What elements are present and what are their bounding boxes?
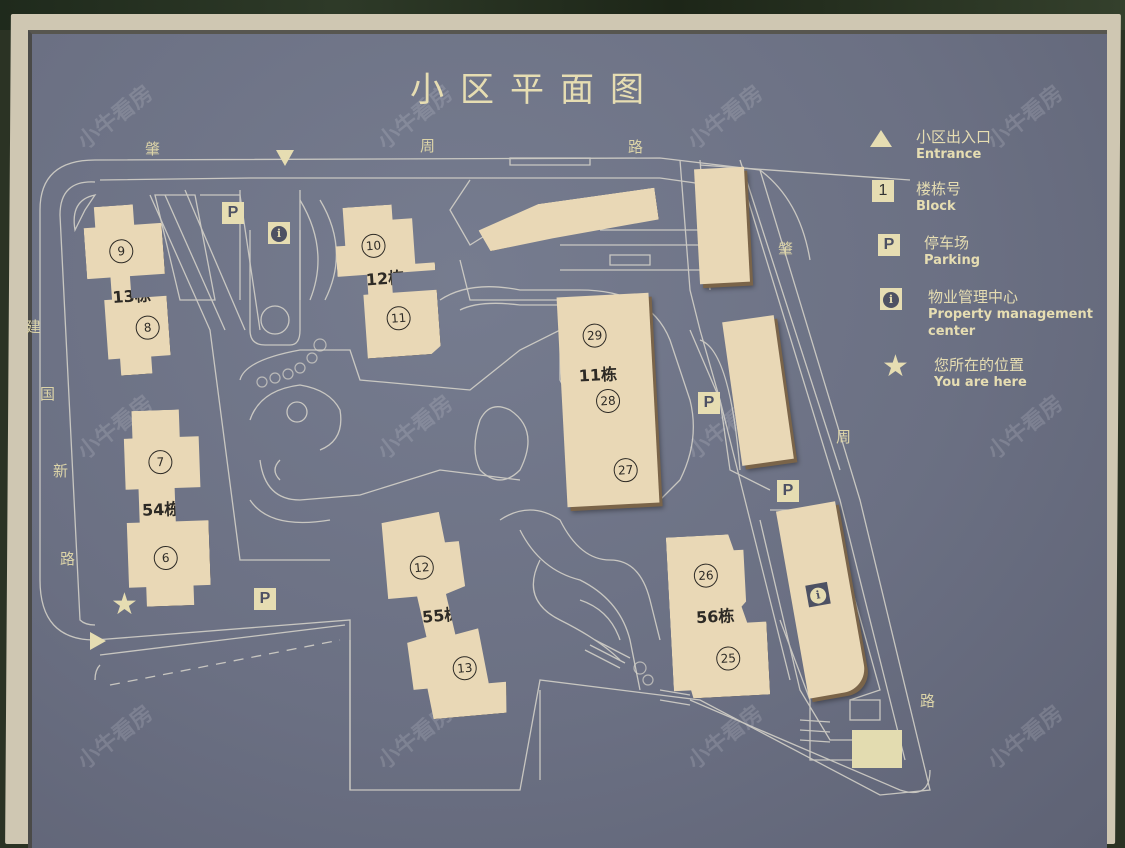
unit-number: 29 xyxy=(582,323,608,349)
road-label-west: 新 xyxy=(53,462,69,480)
unit-number: 8 xyxy=(135,315,161,341)
unit-number: 6 xyxy=(153,546,178,571)
property-management-sign: i xyxy=(268,222,290,244)
road-label-east: 肇 xyxy=(778,240,794,258)
unit-number: 27 xyxy=(613,457,639,483)
commercial-building-northeast[interactable] xyxy=(694,166,750,285)
building-11[interactable]: 29 11栋 28 27 xyxy=(556,292,660,508)
unit-number: 7 xyxy=(148,450,173,475)
unit-number: 9 xyxy=(108,238,134,264)
facility-lot xyxy=(852,730,902,768)
info-icon: i xyxy=(883,292,899,308)
entrance-triangle-icon xyxy=(870,130,892,147)
parking-icon: P xyxy=(777,480,799,502)
unit-number: 12 xyxy=(409,555,435,581)
parking-icon: P xyxy=(222,202,244,224)
road-label-north: 周 xyxy=(420,137,436,155)
parking-icon: P xyxy=(878,234,900,256)
info-icon: i xyxy=(271,226,287,242)
unit-number: 10 xyxy=(361,233,387,259)
building-label: 11栋 xyxy=(578,364,618,386)
road-label-north: 肇 xyxy=(145,140,161,158)
entrance-triangle-icon xyxy=(276,150,294,166)
map-title: 小区平面图 xyxy=(410,70,660,110)
unit-number: 11 xyxy=(386,305,412,331)
parking-icon: P xyxy=(254,588,276,610)
building-label: 54栋 xyxy=(141,499,181,520)
info-sign: i xyxy=(805,581,831,608)
road-label-east: 路 xyxy=(920,692,936,710)
unit-number: 26 xyxy=(693,563,718,588)
road-label-west: 国 xyxy=(40,385,56,403)
building-label: 56栋 xyxy=(695,606,735,628)
unit-number: 28 xyxy=(595,388,621,414)
parking-icon: P xyxy=(698,392,720,414)
you-are-here-star-icon: ★ xyxy=(111,587,138,622)
unit-number: 25 xyxy=(716,646,741,671)
info-icon-box: i xyxy=(880,288,902,310)
entrance-triangle-icon xyxy=(90,632,106,650)
star-icon: ★ xyxy=(882,349,909,384)
unit-number: 13 xyxy=(452,655,478,681)
road-label-north: 路 xyxy=(628,138,644,156)
block-number-icon: 1 xyxy=(872,180,894,202)
road-label-east: 周 xyxy=(836,428,852,446)
road-label-west: 建 xyxy=(26,318,42,336)
info-icon: i xyxy=(808,586,828,605)
road-label-west: 路 xyxy=(60,550,76,568)
